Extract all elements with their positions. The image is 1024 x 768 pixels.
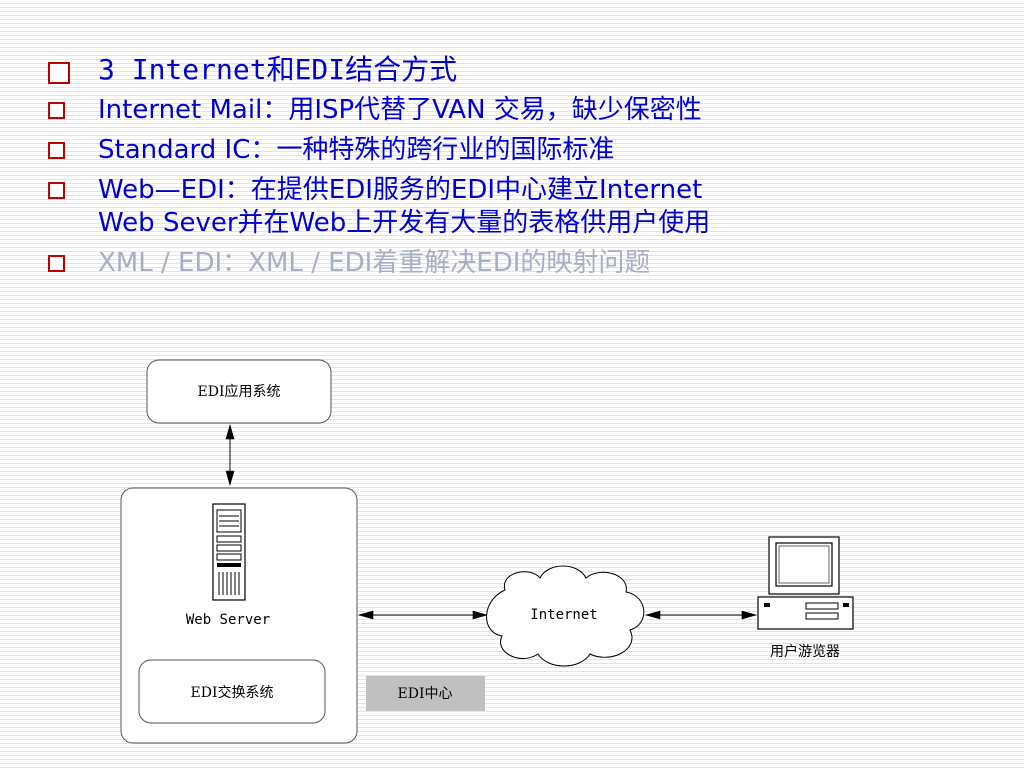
bullet-box-icon <box>48 255 65 272</box>
bullet-heading-text: 3 Internet和EDI结合方式 <box>98 53 458 86</box>
server-tower-icon <box>212 503 246 601</box>
edi-exchange-system-node: EDI交换系统 <box>138 659 326 724</box>
internet-label: Internet <box>530 607 597 623</box>
bullet-box-icon <box>48 142 65 159</box>
bullet-xml-edi: XML / EDI：XML / EDI着重解决EDI的映射问题 <box>48 247 1008 280</box>
edi-exchange-system-label: EDI交换系统 <box>191 684 274 701</box>
edi-center-label-box: EDI中心 <box>366 676 485 711</box>
user-browser-label: 用户游览器 <box>770 643 840 660</box>
internet-cloud-icon: Internet <box>486 565 645 667</box>
bullet-list: 3 Internet和EDI结合方式 Internet Mail：用ISP代替了… <box>48 52 1008 287</box>
bullet-web-edi: Web—EDI：在提供EDI服务的EDI中心建立Internet Web Sev… <box>48 174 1008 240</box>
edi-center-label: EDI中心 <box>398 686 453 702</box>
bullet-heading: 3 Internet和EDI结合方式 <box>48 52 1008 88</box>
web-server-label: Web Server <box>186 612 270 628</box>
bullet-web-edi-line2: Web Sever并在Web上开发有大量的表格供用户使用 <box>98 208 711 238</box>
bullet-internet-mail-text: Internet Mail：用ISP代替了VAN 交易，缺少保密性 <box>98 95 702 125</box>
bullet-box-icon <box>48 102 65 119</box>
bullet-standard-ic-text: Standard IC：一种特殊的跨行业的国际标准 <box>98 135 615 165</box>
bullet-web-edi-line1: Web—EDI：在提供EDI服务的EDI中心建立Internet <box>98 175 703 205</box>
bullet-xml-edi-text: XML / EDI：XML / EDI着重解决EDI的映射问题 <box>98 248 651 278</box>
bullet-box-icon <box>48 62 70 84</box>
bullet-internet-mail: Internet Mail：用ISP代替了VAN 交易，缺少保密性 <box>48 94 1008 127</box>
user-computer-icon <box>757 536 854 630</box>
bullet-standard-ic: Standard IC：一种特殊的跨行业的国际标准 <box>48 134 1008 167</box>
bullet-box-icon <box>48 182 65 199</box>
edi-app-system-node: EDI应用系统 <box>146 359 332 424</box>
edi-app-system-label: EDI应用系统 <box>198 383 281 400</box>
